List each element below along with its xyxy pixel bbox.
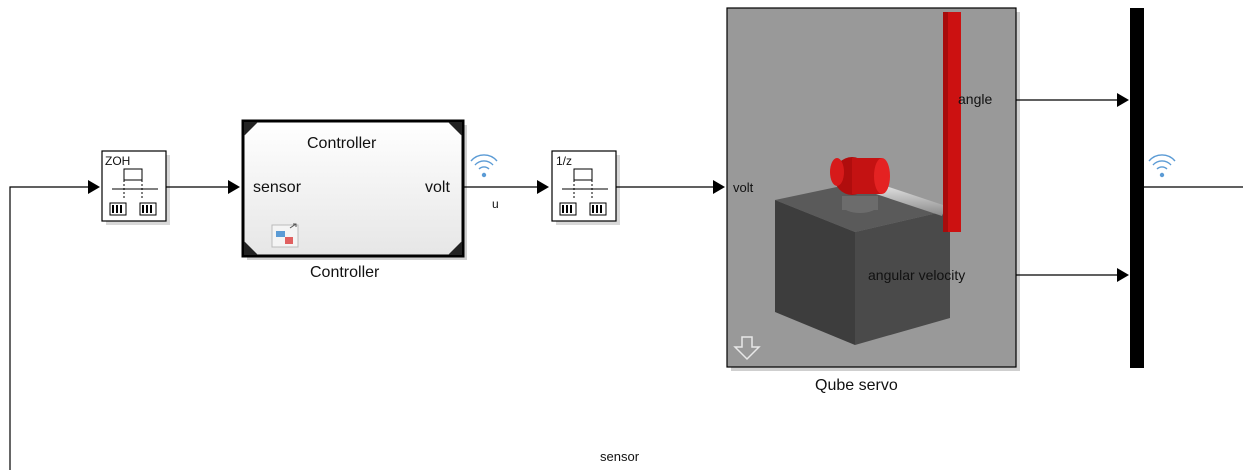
zoh-icon xyxy=(109,168,158,216)
qube-servo-block[interactable] xyxy=(726,7,1020,371)
mux-block[interactable] xyxy=(1130,8,1144,368)
controller-output-port-label: volt xyxy=(425,179,450,196)
zoh-block[interactable] xyxy=(101,150,170,225)
sensor-signal-label: sensor xyxy=(600,449,640,464)
arrow-into-qube xyxy=(713,180,725,194)
arrow-into-controller xyxy=(228,180,240,194)
arrow-into-unit-delay xyxy=(537,180,549,194)
arrow-into-zoh xyxy=(88,180,100,194)
unit-delay-label: 1/z xyxy=(556,154,573,168)
unit-delay-icon xyxy=(559,168,608,216)
arrow-into-mux-angle xyxy=(1117,93,1129,107)
zoh-label: ZOH xyxy=(105,154,131,168)
qube-output-port-angular-velocity: angular velocity xyxy=(868,267,966,283)
qube-input-port-label: volt xyxy=(733,180,754,195)
arrow-into-mux-velocity xyxy=(1117,268,1129,282)
qube-output-port-angle: angle xyxy=(958,91,993,107)
controller-block-name: Controller xyxy=(310,264,380,281)
wireless-signal-icon xyxy=(470,154,498,178)
wireless-signal-icon xyxy=(1148,154,1176,178)
controller-block[interactable] xyxy=(241,119,467,260)
controller-title: Controller xyxy=(307,135,377,152)
controller-input-port-label: sensor xyxy=(253,179,302,196)
model-reference-icon xyxy=(271,223,299,248)
u-signal-label: u xyxy=(492,197,499,211)
down-arrow-icon xyxy=(733,336,761,361)
qube-servo-block-name: Qube servo xyxy=(815,377,898,394)
sensor-feedback-line[interactable] xyxy=(9,186,88,470)
qube-base-illustration xyxy=(775,12,961,345)
unit-delay-block[interactable] xyxy=(551,150,620,225)
